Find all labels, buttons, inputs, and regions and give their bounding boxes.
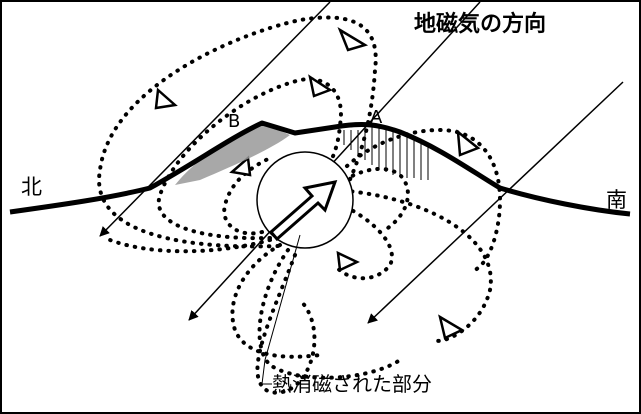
field-arrow-1 xyxy=(337,27,369,52)
field-line-bottom xyxy=(255,253,317,395)
field-arrow-4 xyxy=(229,155,252,177)
field-line-lower-right-big xyxy=(333,188,493,343)
leader-line xyxy=(261,234,301,385)
field-arrow-5 xyxy=(456,129,481,157)
point-a-label: A xyxy=(370,107,383,128)
field-arrow-6 xyxy=(336,250,360,272)
field-line-lower-1 xyxy=(230,243,322,359)
field-arrow-2 xyxy=(154,87,178,110)
geomag-line-3 xyxy=(367,81,624,324)
south-label: 南 xyxy=(606,188,627,212)
geomag-line-1 xyxy=(99,1,331,237)
geomagnetic-direction-lines xyxy=(99,1,624,324)
field-line-lower-2 xyxy=(257,248,402,380)
field-direction-arrows xyxy=(154,27,481,340)
field-arrow-3 xyxy=(308,74,333,98)
geomag-line-2 xyxy=(188,1,481,321)
field-line-outer-upper xyxy=(97,15,378,249)
field-arrow-7 xyxy=(438,314,465,340)
hatched-region-a xyxy=(343,126,429,180)
magnetization-arrow xyxy=(268,180,338,242)
north-label: 北 xyxy=(21,175,42,199)
terrain-profile xyxy=(9,120,631,217)
point-b-label: B xyxy=(228,111,240,132)
stippled-region-b xyxy=(175,123,290,185)
field-line-left-lower xyxy=(108,238,272,254)
geomagnetic-direction-label: 地磁気の方向 xyxy=(414,11,546,37)
field-line-middle-upper xyxy=(156,77,343,241)
demagnetized-part-label: 熱消磁された部分 xyxy=(272,372,432,396)
field-line-lower-right-small xyxy=(328,198,394,281)
